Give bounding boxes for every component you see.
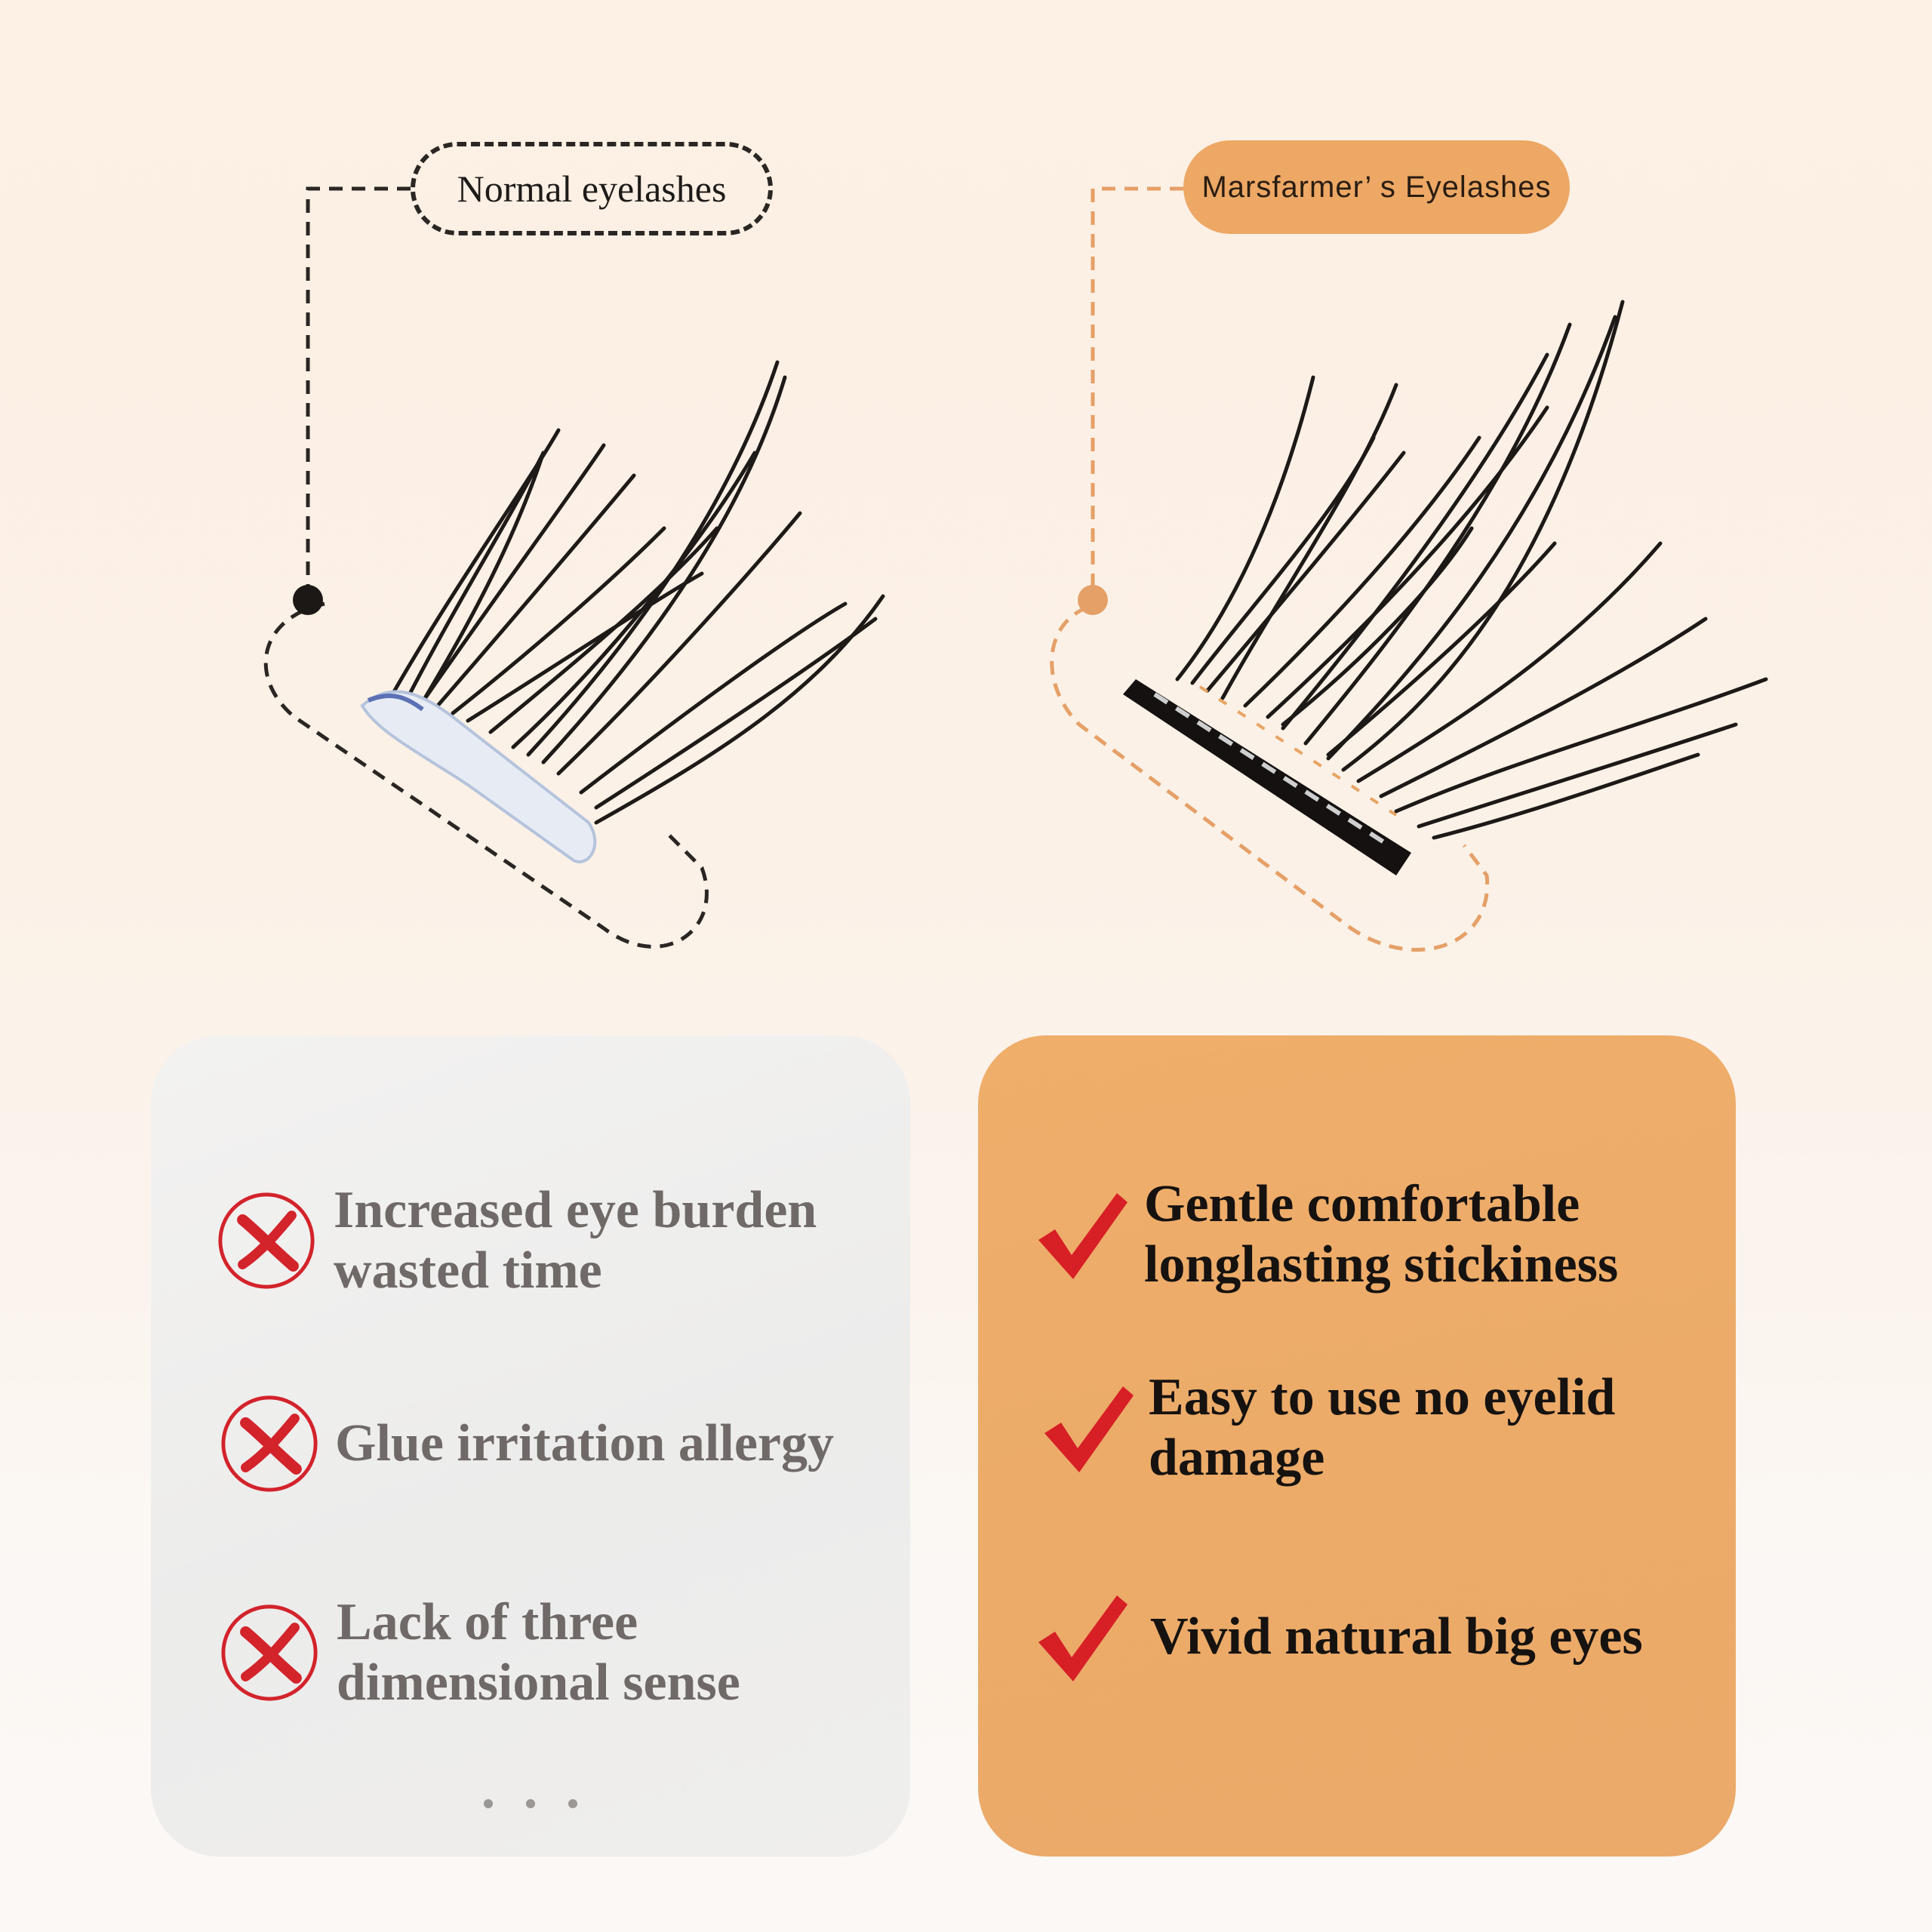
check-icon: [1038, 1595, 1128, 1681]
normal-eyelashes-label: Normal eyelashes: [411, 142, 773, 235]
marsfarmer-eyelashes-label: Marsfarmer’ s Eyelashes: [1183, 140, 1570, 234]
cons-text: Increased eye burden wasted time: [334, 1181, 817, 1300]
cons-item: Glue irritation allergy: [217, 1392, 834, 1496]
left-callout-dot: [293, 585, 323, 615]
pros-text: Vivid natural big eyes: [1150, 1607, 1643, 1666]
normal-lash-cluster: [360, 360, 885, 863]
right-callout-lines: [1050, 186, 1490, 952]
pros-item: Vivid natural big eyes: [1032, 1588, 1643, 1686]
right-callout-dot: [1078, 585, 1108, 615]
lash-band: [1123, 679, 1411, 875]
x-circle-icon: [221, 1395, 318, 1492]
cons-item: Lack of three dimensional sense: [217, 1592, 740, 1713]
cons-panel: Increased eye burden wasted time Glue ir…: [151, 1035, 910, 1857]
cons-item: Increased eye burden wasted time: [214, 1180, 817, 1301]
pros-text: Easy to use no eyelid damage: [1149, 1368, 1616, 1487]
marsfarmer-lash-cluster: [1123, 300, 1768, 875]
cons-text: Lack of three dimensional sense: [337, 1593, 740, 1712]
x-circle-icon: [218, 1192, 315, 1289]
cons-text: Glue irritation allergy: [335, 1414, 834, 1472]
check-icon: [1044, 1386, 1134, 1472]
clear-band: [360, 690, 597, 863]
pros-panel: Gentle comfortable longlasting stickines…: [978, 1035, 1736, 1857]
dot: [568, 1799, 577, 1808]
pros-item: Gentle comfortable longlasting stickines…: [1032, 1174, 1618, 1295]
pagination-dots: [151, 1799, 910, 1808]
x-circle-icon: [221, 1604, 318, 1701]
pros-text: Gentle comfortable longlasting stickines…: [1144, 1175, 1619, 1294]
left-callout-lines: [263, 186, 709, 949]
dot: [484, 1799, 493, 1808]
check-icon: [1038, 1193, 1128, 1279]
dot: [526, 1799, 535, 1808]
pros-item: Easy to use no eyelid damage: [1038, 1367, 1615, 1488]
